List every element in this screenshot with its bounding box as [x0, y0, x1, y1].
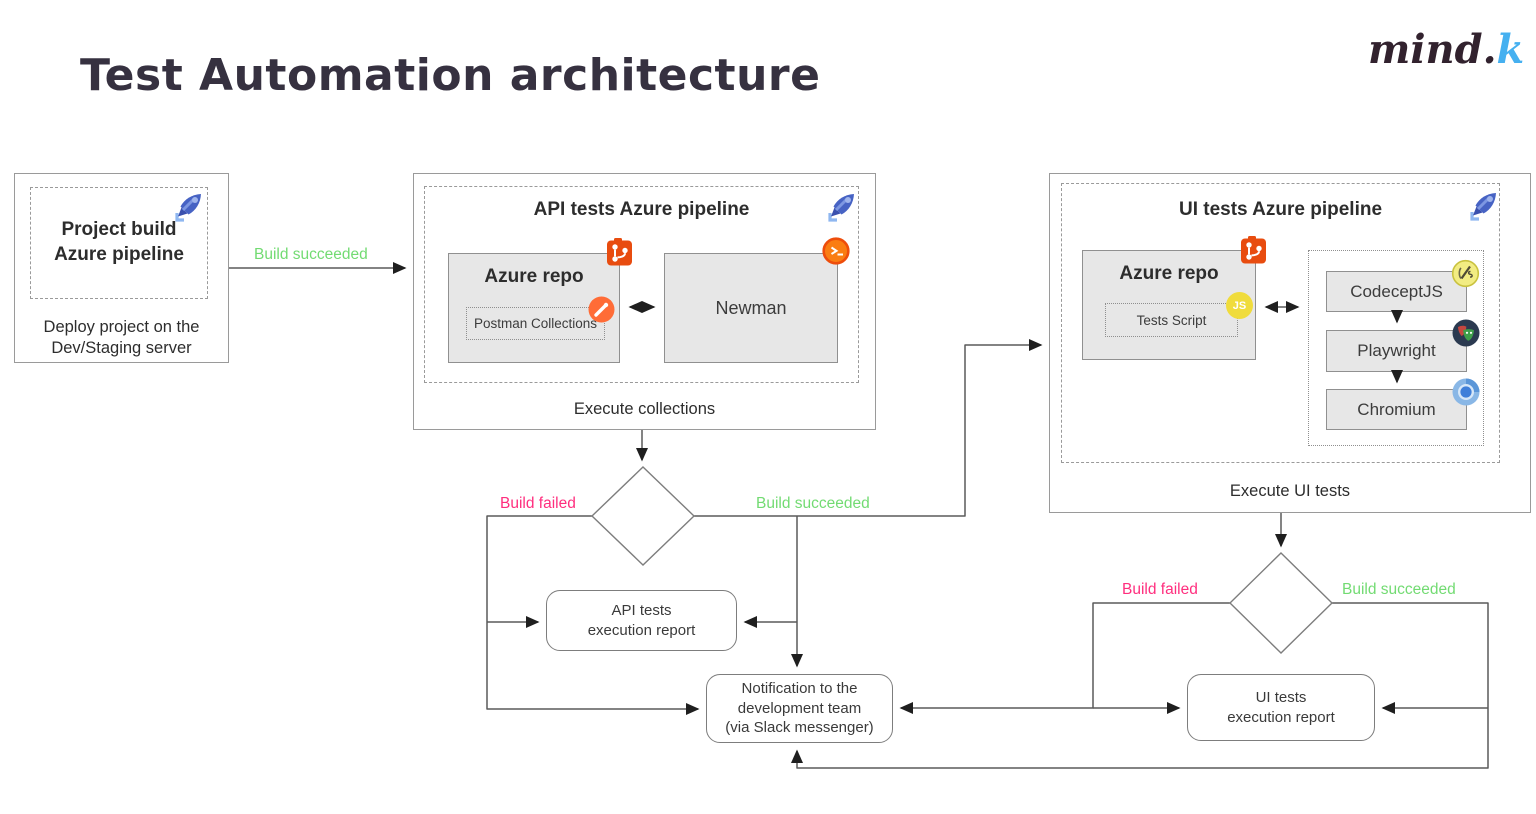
azure-repos-icon: [607, 238, 632, 266]
project-build-inner-box: Project build Azure pipeline: [30, 187, 208, 299]
ui-decision-diamond: [1229, 552, 1333, 654]
api-pipeline-caption: Execute collections: [573, 400, 716, 418]
playwright-label: Playwright: [1357, 341, 1436, 360]
api-build-succeeded-label: Build succeeded: [756, 495, 870, 512]
codeceptjs-icon: [1451, 259, 1480, 288]
azure-pipelines-rocket-icon: [175, 194, 201, 222]
notification-line1: Notification to the: [741, 680, 858, 698]
ui-report-line2: execution report: [1227, 708, 1335, 726]
chromium-label: Chromium: [1357, 399, 1436, 419]
project-build-title: Project build Azure pipeline: [54, 218, 184, 267]
tests-script-box: Tests Script: [1105, 303, 1238, 337]
project-build-title-line1: Project build: [61, 219, 177, 241]
codeceptjs-box: CodeceptJS: [1326, 271, 1467, 312]
api-build-failed-label: Build failed: [500, 495, 576, 512]
page-title: Test Automation architecture: [80, 50, 821, 101]
ui-report-box: UI tests execution report: [1187, 674, 1375, 741]
logo-dot: .: [1482, 26, 1497, 73]
project-build-caption-line2: Dev/Staging server: [51, 338, 192, 357]
ui-pipeline-inner-box: [1061, 183, 1500, 463]
api-decision-diamond: [590, 466, 696, 566]
codeceptjs-label: CodeceptJS: [1350, 281, 1443, 301]
api-report-box: API tests execution report: [546, 590, 737, 651]
connector-ui-failed-to-notification: [899, 602, 1230, 714]
azure-repos-icon: [1241, 236, 1266, 264]
chromium-box: Chromium: [1326, 389, 1467, 430]
project-build-caption-line1: Deploy project on the: [43, 318, 200, 336]
azure-pipelines-rocket-icon: [828, 194, 854, 222]
connector-ui-succeeded-to-notification: [791, 602, 1489, 769]
chromium-icon: [1452, 378, 1480, 406]
api-azure-repo-title: Azure repo: [484, 266, 584, 287]
api-report-line1: API tests: [611, 602, 672, 619]
notification-line2: development team: [737, 699, 862, 717]
azure-pipelines-rocket-icon: [1470, 193, 1496, 221]
ui-build-succeeded-label: Build succeeded: [1342, 581, 1456, 598]
newman-label: Newman: [715, 297, 787, 318]
newman-icon: [822, 237, 850, 265]
build-succeeded-entry-label: Build succeeded: [254, 246, 368, 263]
javascript-icon-label: JS: [1232, 299, 1247, 312]
api-pipeline-title: API tests Azure pipeline: [533, 199, 750, 220]
ui-build-failed-label: Build failed: [1122, 581, 1198, 598]
playwright-icon: [1452, 319, 1480, 347]
postman-collections-box: Postman Collections: [466, 307, 605, 340]
project-build-title-line2: Azure pipeline: [54, 244, 184, 265]
ui-tools-container: [1308, 250, 1484, 446]
api-report-line2: execution report: [587, 621, 696, 639]
ui-pipeline-caption: Execute UI tests: [1229, 482, 1351, 500]
postman-collections-label: Postman Collections: [473, 316, 598, 331]
notification-box: Notification to the development team (vi…: [706, 674, 893, 743]
tests-script-label: Tests Script: [1136, 312, 1207, 328]
mindk-logo: mind.k: [1368, 26, 1524, 73]
javascript-icon: JS: [1226, 292, 1253, 319]
logo-accent: k: [1496, 26, 1525, 73]
ui-report-line1: UI tests: [1255, 689, 1307, 706]
postman-icon: [588, 296, 615, 323]
ui-pipeline-title: UI tests Azure pipeline: [1178, 199, 1383, 220]
notification-line3: (via Slack messenger): [725, 719, 874, 737]
logo-word: mind: [1368, 26, 1483, 73]
api-pipeline-inner-box: [424, 186, 859, 383]
playwright-box: Playwright: [1326, 330, 1467, 372]
newman-box: Newman: [664, 253, 838, 363]
ui-azure-repo-title: Azure repo: [1119, 263, 1219, 284]
project-build-caption: Deploy project on the Dev/Staging server: [18, 317, 225, 358]
